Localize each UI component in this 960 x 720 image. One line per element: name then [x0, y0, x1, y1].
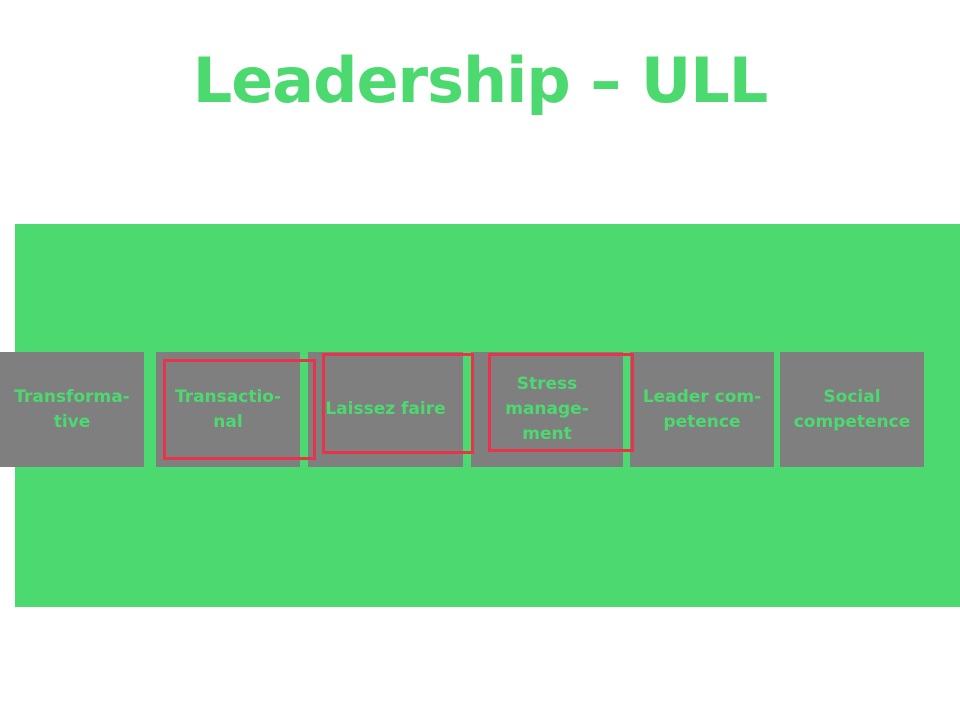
box-transformative: Transforma- tive: [0, 352, 144, 467]
box-transactional: Transactio- nal: [156, 352, 300, 467]
box-laissez-faire: Laissez faire: [308, 352, 463, 467]
highlight-frame-transactional: [163, 359, 316, 460]
highlight-frame-stress-management: [488, 353, 634, 452]
highlight-frame-laissez-faire: [322, 353, 474, 454]
box-stress-management: Stress manage- ment: [471, 352, 623, 467]
slide-title: Leadership – ULL: [192, 44, 769, 117]
box-social-competence: Social competence: [780, 352, 924, 467]
box-leader-competence: Leader com- petence: [630, 352, 774, 467]
